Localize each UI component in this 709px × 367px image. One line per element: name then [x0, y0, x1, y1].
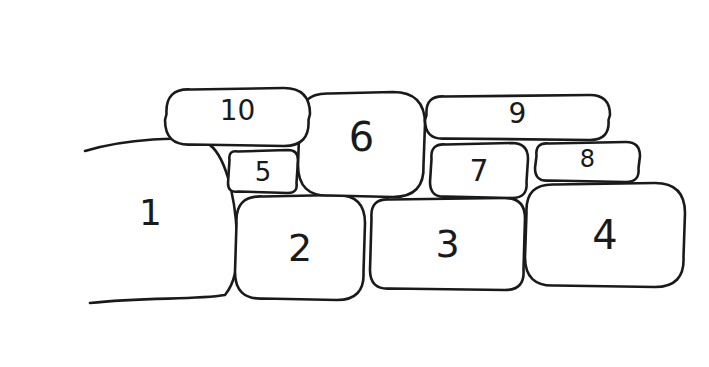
- stone-line: [298, 92, 425, 197]
- stone-line: [235, 195, 365, 300]
- stone-number: 5: [255, 159, 272, 185]
- stone-number: 1: [139, 195, 162, 231]
- stone-shape: 6: [298, 92, 425, 197]
- stone-number: 6: [349, 117, 374, 157]
- stone-line: [85, 139, 237, 303]
- stone-line: [228, 150, 298, 193]
- stone-shape: 9: [425, 95, 610, 140]
- stone-number: 4: [592, 215, 617, 255]
- stone-shape: 10: [165, 88, 310, 146]
- stone-shape: 2: [235, 195, 365, 300]
- stone-line: [535, 142, 640, 182]
- stone-number: 2: [288, 229, 312, 267]
- stone-line: [370, 198, 525, 290]
- stone-shape: 4: [525, 183, 685, 287]
- stone-number: 10: [220, 97, 256, 125]
- stone-line: [430, 143, 528, 198]
- stone-shape: 8: [535, 142, 640, 182]
- stone-shape: 5: [228, 150, 298, 193]
- stone-shape: 3: [370, 198, 525, 290]
- stone-line: [165, 88, 310, 146]
- stone-number: 7: [469, 156, 488, 186]
- stone-shape: 7: [430, 143, 528, 198]
- stone-number: 3: [435, 225, 459, 263]
- stone-line: [525, 183, 685, 287]
- stone-line: [425, 95, 610, 140]
- stone-number: 9: [509, 100, 527, 128]
- stone-number: 8: [580, 147, 595, 171]
- stone-outline: [85, 135, 240, 307]
- stone-shape: 1: [85, 135, 240, 307]
